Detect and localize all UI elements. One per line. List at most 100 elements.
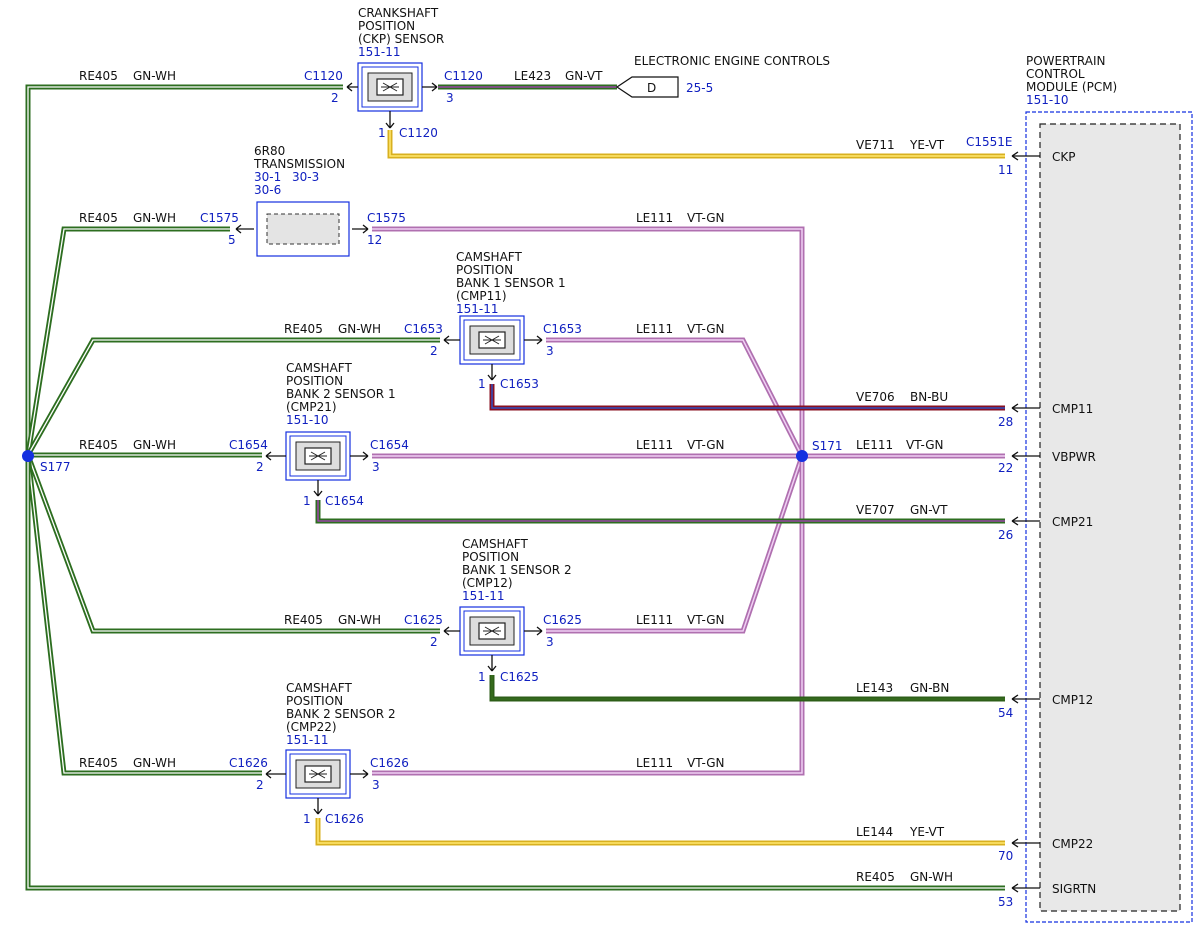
cmp12-ref: 151-11 [462, 589, 505, 603]
cmp21-title-4: (CMP21) [286, 400, 337, 414]
color-gnwh-4: GN-WH [133, 438, 176, 452]
conn-c1654-left: C1654 [229, 438, 268, 452]
wire-re405-ckp [25, 84, 343, 455]
pcm-pin-vbpwr: 22 [998, 461, 1013, 475]
color-bnbu: BN-BU [910, 390, 948, 404]
cmp11-title-2: POSITION [456, 263, 513, 277]
circuit-re405-7: RE405 [856, 870, 895, 884]
circuit-le423: LE423 [514, 69, 551, 83]
cmp21-title-1: CAMSHAFT [286, 361, 352, 375]
conn-c1120-bottom: C1120 [399, 126, 438, 140]
pin-cmp21-2: 2 [256, 460, 264, 474]
eec-title: ELECTRONIC ENGINE CONTROLS [634, 54, 830, 68]
circuit-le111-2: LE111 [636, 322, 673, 336]
circuit-re405-1: RE405 [79, 69, 118, 83]
pcm-input-arrows [1011, 151, 1040, 893]
color-yevt-1: YE-VT [909, 138, 945, 152]
cmp12-sensor [443, 606, 543, 672]
color-gnwh-1: GN-WH [133, 69, 176, 83]
conn-c1575-left: C1575 [200, 211, 239, 225]
color-gnvt-1: GN-VT [565, 69, 603, 83]
color-gnwh-6: GN-WH [133, 756, 176, 770]
wire-re405-trans [25, 226, 230, 456]
color-gnwh-7: GN-WH [910, 870, 953, 884]
pcm-module [1025, 111, 1193, 923]
trans-title-1: 6R80 [254, 144, 285, 158]
pcm-signal-cmp12: CMP12 [1052, 693, 1093, 707]
pcm-title-3: MODULE (PCM) [1026, 80, 1117, 94]
trans-ref-1: 30-1 [254, 170, 281, 184]
conn-c1626-right: C1626 [370, 756, 409, 770]
circuit-le144: LE144 [856, 825, 893, 839]
circuit-re405-6: RE405 [79, 756, 118, 770]
color-yevt-2: YE-VT [909, 825, 945, 839]
circuit-le111-4: LE111 [856, 438, 893, 452]
cmp21-ref: 151-10 [286, 413, 329, 427]
pin-cmp21-1: 1 [303, 494, 311, 508]
pcm-ref: 151-10 [1026, 93, 1069, 107]
circuit-ve706: VE706 [856, 390, 895, 404]
color-vtgn-2: VT-GN [687, 322, 724, 336]
ckp-title-1: CRANKSHAFT [358, 6, 439, 20]
conn-c1626-bottom: C1626 [325, 812, 364, 826]
trans-ref-2: 30-3 [292, 170, 319, 184]
splice-s171 [796, 450, 808, 462]
pcm-signal-cmp11: CMP11 [1052, 402, 1093, 416]
cmp21-title-2: POSITION [286, 374, 343, 388]
splice-s177 [22, 450, 34, 462]
conn-c1625-right: C1625 [543, 613, 582, 627]
cmp12-title-2: POSITION [462, 550, 519, 564]
cmp21-title-3: BANK 2 SENSOR 1 [286, 387, 396, 401]
eec-connector [615, 76, 679, 98]
wires [25, 84, 1005, 891]
circuit-le111-6: LE111 [636, 756, 673, 770]
transmission [235, 201, 369, 257]
pcm-pin-ckp: 11 [998, 163, 1013, 177]
eec-letter: D [647, 81, 656, 95]
ckp-title-2: POSITION [358, 19, 415, 33]
pcm-signal-cmp22: CMP22 [1052, 837, 1093, 851]
wire-le111-trans [372, 226, 805, 456]
wire-le143 [489, 675, 1005, 702]
conn-c1653-bottom: C1653 [500, 377, 539, 391]
wire-le111-cmp22 [372, 456, 805, 776]
pin-cmp22-3: 3 [372, 778, 380, 792]
circuit-re405-2: RE405 [79, 211, 118, 225]
pcm-signal-ckp: CKP [1052, 150, 1075, 164]
pcm-pin-cmp12: 54 [998, 706, 1013, 720]
cmp11-title-3: BANK 1 SENSOR 1 [456, 276, 566, 290]
cmp11-title-1: CAMSHAFT [456, 250, 522, 264]
conn-c1653-right: C1653 [543, 322, 582, 336]
cmp11-sensor [443, 315, 543, 381]
pin-cmp12-2: 2 [430, 635, 438, 649]
cmp12-title-1: CAMSHAFT [462, 537, 528, 551]
pcm-pin-cmp22: 70 [998, 849, 1013, 863]
circuit-ve707: VE707 [856, 503, 895, 517]
conn-c1626-left: C1626 [229, 756, 268, 770]
cmp12-title-4: (CMP12) [462, 576, 513, 590]
wire-re405-cmp11 [25, 337, 440, 457]
circuit-le143: LE143 [856, 681, 893, 695]
conn-c1654-right: C1654 [370, 438, 409, 452]
eec-ref: 25-5 [686, 81, 713, 95]
wire-le111-cmp11 [546, 337, 805, 458]
ckp-ref: 151-11 [358, 45, 401, 59]
conn-c1120-right: C1120 [444, 69, 483, 83]
wire-re405-cmp12 [25, 454, 440, 634]
pin-cmp22-1: 1 [303, 812, 311, 826]
circuit-le111-1: LE111 [636, 211, 673, 225]
conn-c1625-bottom: C1625 [500, 670, 539, 684]
wire-le111-cmp12 [546, 455, 805, 634]
cmp22-title-4: (CMP22) [286, 720, 337, 734]
wire-ve706 [489, 384, 1005, 411]
cmp22-ref: 151-11 [286, 733, 329, 747]
pin-cmp11-3: 3 [546, 344, 554, 358]
pcm-signal-vbpwr: VBPWR [1052, 450, 1096, 464]
pin-cmp12-3: 3 [546, 635, 554, 649]
pcm-pin-sigrtn: 53 [998, 895, 1013, 909]
wire-ve707 [315, 500, 1005, 524]
pin-trans-5: 5 [228, 233, 236, 247]
pin-cmp11-2: 2 [430, 344, 438, 358]
circuit-re405-3: RE405 [284, 322, 323, 336]
